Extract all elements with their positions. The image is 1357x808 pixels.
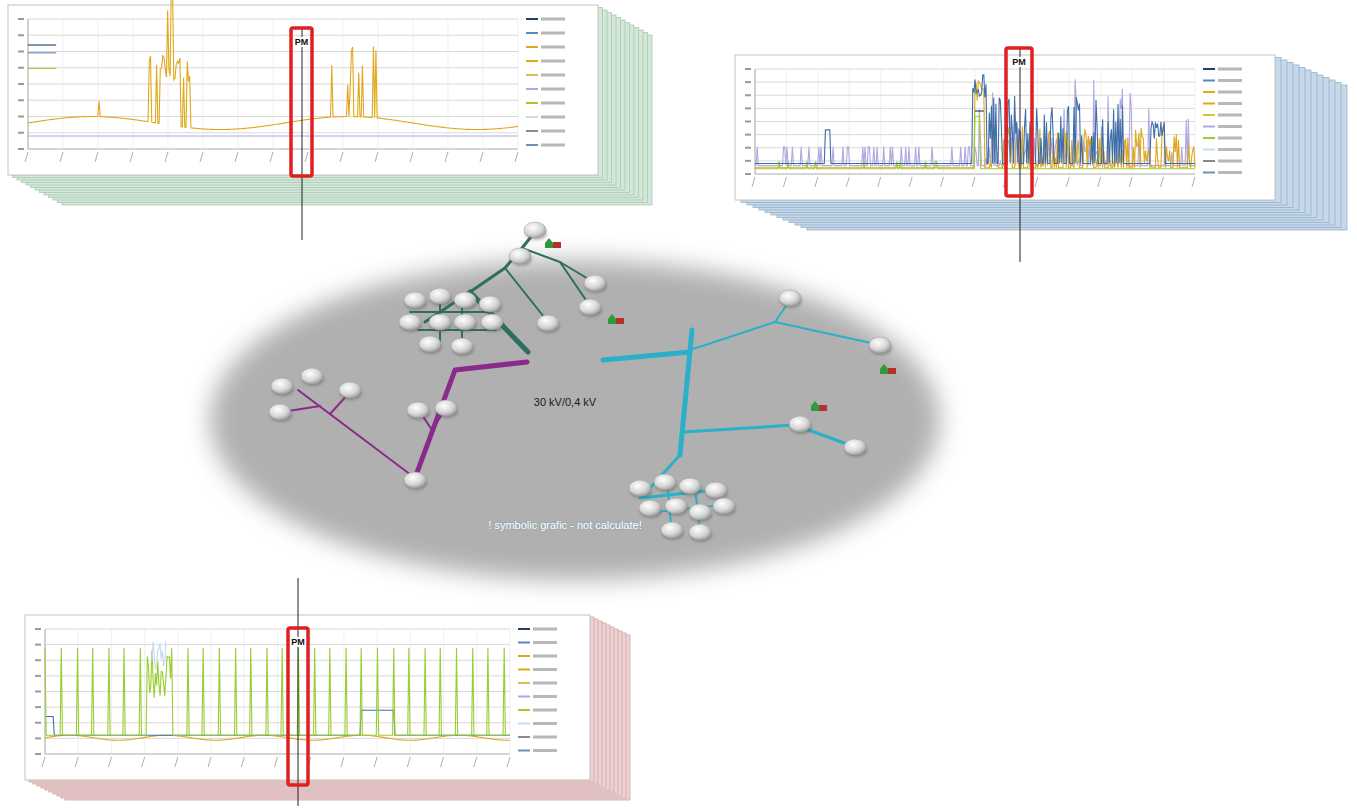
house-circle bbox=[269, 404, 292, 422]
data-series bbox=[28, 44, 56, 45]
label-holder: PM bbox=[1002, 51, 1036, 69]
chart-legend-stubs bbox=[518, 628, 557, 753]
house-circles bbox=[269, 222, 892, 542]
house-circle bbox=[779, 290, 802, 308]
house-circle bbox=[271, 378, 294, 396]
ellipse-shadow bbox=[210, 260, 940, 580]
chart-card bbox=[735, 48, 1347, 262]
house-circle bbox=[679, 478, 702, 496]
prosumer-icon bbox=[880, 364, 896, 374]
house-circle bbox=[689, 504, 712, 522]
house-circle bbox=[639, 500, 662, 518]
data-series bbox=[45, 735, 510, 740]
data-series bbox=[45, 710, 510, 735]
data-series bbox=[755, 75, 1195, 164]
marker-label: PM bbox=[1011, 57, 1027, 67]
house-circle bbox=[869, 337, 892, 355]
house-circle bbox=[481, 314, 504, 332]
house-circle bbox=[479, 296, 502, 314]
text-holder: ! symbolic grafic - not calculate! bbox=[190, 515, 940, 533]
house-circle bbox=[404, 292, 427, 310]
highlight-box bbox=[291, 28, 312, 176]
cyan-feeder bbox=[603, 300, 880, 535]
house-icons bbox=[545, 238, 896, 411]
label-holder: PM bbox=[287, 31, 316, 49]
house-circle bbox=[429, 288, 452, 306]
house-circle bbox=[301, 368, 324, 386]
data-series bbox=[975, 110, 984, 111]
house-circle bbox=[509, 248, 532, 266]
house-circle bbox=[339, 382, 362, 400]
house-circle bbox=[537, 315, 560, 333]
data-series bbox=[45, 648, 510, 736]
house-circle bbox=[654, 474, 677, 492]
time-marker-line bbox=[1020, 48, 1021, 262]
house-circle bbox=[705, 482, 728, 500]
data-series bbox=[755, 116, 1195, 169]
house-circle bbox=[454, 314, 477, 332]
chart-legend-stubs bbox=[1203, 68, 1242, 175]
prosumer-icon bbox=[811, 401, 827, 411]
house-circle bbox=[789, 416, 812, 434]
highlight-box bbox=[288, 628, 308, 785]
house-circle bbox=[404, 472, 427, 490]
marker-label: PM bbox=[294, 37, 310, 47]
house-circle bbox=[429, 314, 452, 332]
data-series bbox=[28, 0, 518, 129]
highlight-box bbox=[1006, 48, 1032, 196]
transformer-label: 30 kV/0,4 kV bbox=[534, 396, 596, 408]
data-series bbox=[152, 641, 166, 669]
purple-feeder bbox=[282, 362, 527, 478]
house-circle bbox=[584, 275, 607, 293]
house-circle bbox=[451, 338, 474, 356]
house-circle bbox=[454, 292, 477, 310]
transformer-symbol bbox=[525, 328, 605, 390]
chart-grid bbox=[18, 18, 518, 162]
house-circle bbox=[713, 498, 736, 516]
note-text: ! symbolic grafic - not calculate! bbox=[488, 519, 641, 531]
chart-card bbox=[8, 0, 652, 240]
prosumer-icon bbox=[608, 314, 624, 324]
chart-card bbox=[25, 578, 630, 806]
house-circle bbox=[689, 524, 712, 542]
marker-label: PM bbox=[290, 637, 306, 647]
house-circle bbox=[579, 299, 602, 317]
chart-legend-stubs bbox=[526, 18, 565, 147]
chart-sheet bbox=[8, 5, 598, 175]
prosumer-icon bbox=[545, 238, 561, 248]
house-circle bbox=[629, 480, 652, 498]
data-series bbox=[28, 135, 518, 136]
chart-grid bbox=[745, 68, 1195, 187]
data-series bbox=[28, 68, 56, 69]
house-circle bbox=[435, 400, 458, 418]
data-series bbox=[28, 52, 56, 53]
label-holder: PM bbox=[284, 631, 312, 649]
house-circle bbox=[665, 498, 688, 516]
time-marker-line bbox=[298, 578, 299, 806]
house-circle bbox=[661, 522, 684, 540]
house-circle bbox=[844, 439, 867, 457]
house-circle bbox=[524, 222, 547, 240]
time-marker-line bbox=[302, 28, 303, 240]
house-circle bbox=[399, 314, 422, 332]
house-circle bbox=[419, 336, 442, 354]
transformer-node: 30 kV/0,4 kV bbox=[525, 328, 605, 406]
green-feeder bbox=[410, 232, 595, 352]
house-circle bbox=[407, 402, 430, 420]
chart-grid bbox=[35, 628, 510, 767]
text-holder: 30 kV/0,4 kV bbox=[525, 392, 605, 410]
